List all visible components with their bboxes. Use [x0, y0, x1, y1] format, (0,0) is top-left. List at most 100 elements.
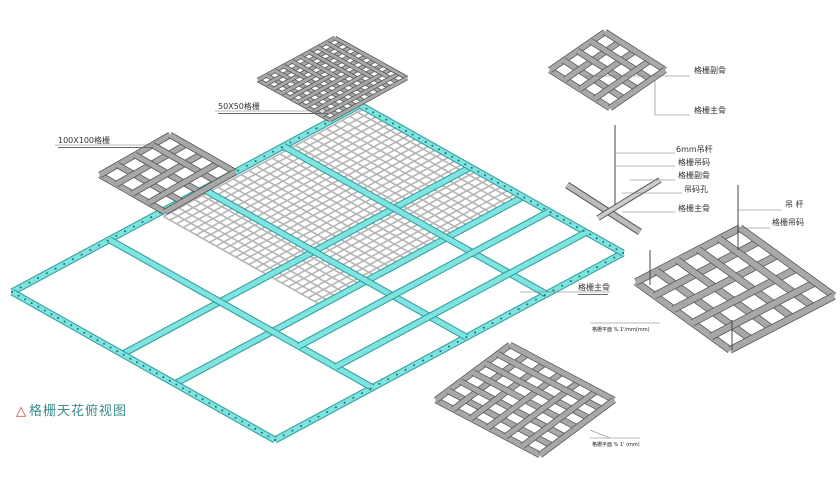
dense-grid-bar	[222, 140, 425, 251]
keel-hole	[19, 286, 22, 289]
keel-hole	[569, 222, 572, 225]
keel-hole	[115, 234, 118, 237]
keel-hole	[116, 350, 119, 353]
dense-grid-bar	[241, 151, 445, 262]
keel-hole	[221, 409, 224, 412]
keel-hole	[352, 396, 355, 399]
label-secondary-keel: 格栅副骨	[678, 171, 710, 180]
keel-hole	[214, 405, 217, 408]
label-hanger-hole: 吊码孔	[684, 185, 708, 194]
keel-hole	[465, 336, 468, 339]
keel-hole	[490, 178, 493, 180]
keel-hole	[413, 364, 416, 367]
keel-hole	[291, 429, 294, 432]
keel-hole	[517, 308, 520, 311]
dense-grid-bar	[163, 107, 366, 218]
keel-hole	[308, 420, 311, 423]
keel-hole	[306, 132, 309, 135]
dense-grid-bar	[209, 133, 412, 244]
keel-hole	[543, 294, 546, 297]
keel-hole	[274, 439, 276, 441]
keel-hole	[404, 368, 407, 371]
dense-grid-bar	[255, 159, 458, 269]
keel-hole	[482, 326, 485, 329]
keel-hole	[37, 305, 40, 308]
keel-hole	[477, 170, 480, 173]
keel-hole	[451, 155, 454, 158]
keel-hole	[195, 394, 198, 397]
grid-module-top-right-bar	[603, 29, 667, 73]
keel-hole	[254, 427, 257, 430]
keel-hole	[405, 129, 408, 132]
keel-hole	[562, 218, 565, 221]
grid-50x50-bar	[313, 67, 392, 113]
dense-grid-bar	[281, 173, 484, 284]
grid-50x50-bar	[274, 69, 348, 112]
keel-hole	[234, 416, 237, 419]
keel-hole	[132, 225, 135, 228]
keel-hole	[83, 331, 86, 334]
grid-50x50-bar	[305, 63, 384, 108]
title-text: 格栅天花俯视图	[29, 404, 128, 419]
keel-hole	[582, 229, 585, 232]
keel-hole	[457, 159, 460, 162]
keel-hole	[28, 281, 31, 284]
main-keel-beam	[121, 164, 472, 357]
keel-hole	[80, 253, 83, 256]
dense-grid-bar	[301, 184, 504, 295]
keel-hole	[418, 137, 421, 140]
keel-hole	[70, 324, 73, 327]
caption-bottom: 格栅平面 % 1' (mm)	[592, 442, 640, 448]
grid-module-right-bar	[691, 266, 798, 326]
keel-hole	[141, 220, 144, 223]
grid-50x50-bar	[282, 64, 357, 108]
dense-grid-bar	[189, 122, 392, 232]
grid-module-top-right-bar	[608, 67, 667, 111]
keel-hole	[260, 431, 263, 434]
dense-grid-bar	[261, 162, 465, 273]
keel-hole	[43, 309, 46, 312]
keel-hole	[595, 266, 598, 269]
dense-grid-bar	[307, 188, 511, 299]
main-keel-beam	[297, 209, 551, 349]
grid-module-right-bar	[738, 225, 836, 299]
keel-hole	[298, 136, 301, 139]
keel-hole	[372, 111, 375, 114]
secondary-keel-profile	[596, 178, 662, 220]
keel-hole	[503, 185, 506, 188]
keel-hole	[587, 270, 590, 273]
keel-hole	[54, 267, 57, 270]
keel-hole	[575, 226, 578, 229]
grid-50x50-bar	[321, 72, 400, 117]
grid-50x50-bar	[325, 41, 400, 84]
keel-hole	[109, 346, 112, 349]
keel-hole	[201, 398, 204, 401]
keel-hole	[343, 401, 346, 404]
keel-hole	[267, 435, 270, 438]
keel-hole	[602, 240, 605, 243]
keel-hole	[280, 146, 283, 149]
main-keel-beam	[334, 230, 588, 370]
keel-hole	[508, 312, 511, 315]
keel-hole	[536, 203, 539, 206]
grid-100x100-bar	[163, 169, 237, 215]
keel-hole	[300, 424, 303, 427]
keel-hole	[155, 372, 158, 375]
label-hanger-clip: 格栅吊码	[678, 158, 710, 167]
dense-grid-bar	[274, 170, 478, 281]
grid-50x50-bar	[265, 74, 340, 117]
grid-module-bottom-bar	[521, 388, 599, 448]
keel-hole	[622, 252, 624, 254]
keel-hole	[96, 339, 99, 342]
keel-hole	[411, 133, 414, 136]
dense-grid-bar	[169, 110, 373, 221]
keel-hole	[474, 331, 477, 334]
keel-hole	[89, 248, 92, 251]
keel-hole	[150, 216, 153, 219]
dense-grid-bar	[294, 181, 498, 292]
keel-hole	[578, 275, 581, 278]
grid-50x50-bar	[308, 50, 383, 94]
grid-50x50-bar	[289, 54, 368, 100]
keel-hole	[523, 196, 526, 199]
